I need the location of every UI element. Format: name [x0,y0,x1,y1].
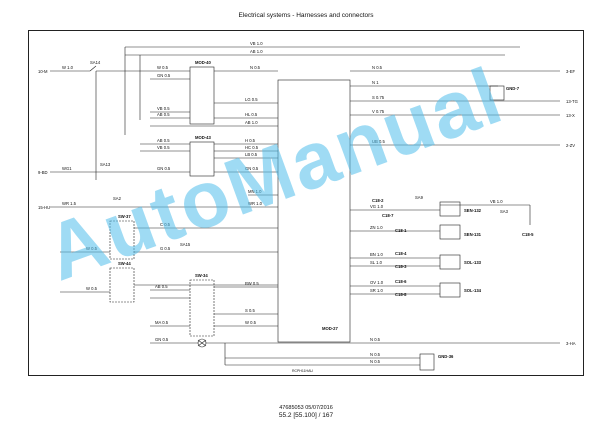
wire-label: W 1.0 [62,65,74,70]
wire-label: AB 0.5 [157,138,170,143]
wire-label: SA15 [180,242,191,247]
wire-label: UB 0.5 [372,139,385,144]
page-number: 55.2 [55.100] / 167 [278,412,334,419]
wire-label: VB 0.5 [157,106,170,111]
connector-c18-7: C18-7 [382,213,394,218]
figure-code: RCPH11HAU [292,369,313,373]
wire-label: HC 0.5 [245,145,259,150]
wire-label: S 0.5 [245,308,255,313]
wire-label: WG1 [62,166,72,171]
port-9-bd: 9-BD [38,170,48,175]
wire-label: N 1 [372,80,379,85]
wire-label: HL 0.5 [245,112,258,117]
wire-label: LG 0.5 [245,97,258,102]
port-3-ef: 3-EF [566,69,576,74]
sen-132-label: SEN-132 [464,208,482,213]
page-footer: 47685053 05/07/2016 55.2 [55.100] / 167 [0,405,612,419]
wire-label: AB 0.5 [157,112,170,117]
wire-label: G 0.5 [160,246,171,251]
wire-label: N 0.5 [370,337,381,342]
mod-43-label: MOD-43 [195,135,211,140]
mod-40-label: MOD-40 [195,60,211,65]
port-2-zv: 2-ZV [566,143,575,148]
wire-label: VG 1.0 [370,204,384,209]
page-title: Electrical systems - Harnesses and conne… [238,12,374,19]
wire-label: MN 1.0 [248,189,262,194]
connector-c18-2: C18-2 [372,198,384,203]
sw-44-label: SW-44 [118,261,131,266]
wire-label: VB 1.0 [490,199,503,204]
wire-label: N 0.5 [370,359,381,364]
wire-label: MA 0.5 [155,320,169,325]
port-15-hu: 15-HU [38,205,50,210]
wire-label: LB 0.5 [245,152,258,157]
doc-number: 47685053 05/07/2016 [279,405,333,411]
sol-133-label: SOL-133 [464,260,482,265]
wire-label: SR 1.0 [370,288,383,293]
wire-label: OV 1.0 [370,280,384,285]
sw-37-label: SW-37 [118,214,131,219]
mod-40-box [189,66,215,125]
sw-34-box [189,279,215,337]
wire-label: N 0.5 [250,65,261,70]
wire-label: W 0.5 [245,320,257,325]
wire-label: AB 1.0 [250,49,263,54]
wire-label: SA2 [113,196,122,201]
wire-label: SL 1.0 [370,260,383,265]
mod-27-label: MOD-27 [322,326,338,331]
sen-131-box [439,224,461,240]
wire-label: W 0.5 [157,65,169,70]
wire-label: GN 0.5 [157,166,171,171]
wire-label: SA13 [100,162,111,167]
mod-43-box [189,141,215,177]
wire-label: WR 1.0 [248,201,263,206]
wire-label: AB 1.0 [245,120,258,125]
wire-label: BN 1.0 [370,252,383,257]
sen-132-box [439,201,461,217]
connector-c18-4: C18-4 [395,251,407,256]
gnd-7-symbol [489,85,505,101]
connector-c18-3: C18-3 [395,264,407,269]
sw-34-label: SW-34 [195,273,208,278]
wire-label: W 0.5 [86,286,98,291]
wire-label: W 0.5 [86,246,98,251]
connector-c18-6: C18-6 [395,279,407,284]
connector-c18-1: C18-1 [395,228,407,233]
wire-label: WR 1.5 [62,201,77,206]
wire-label: VB 0.5 [157,145,170,150]
connector-c18-5: C18-5 [522,232,534,237]
wire-label: N 0.5 [370,352,381,357]
port-10-m: 10-M [38,69,48,74]
wire-label: VB 1.0 [250,41,263,46]
sol-134-box [439,282,461,298]
gnd-36-symbol [419,353,435,371]
port-3-ha: 3-HA [566,341,576,346]
gnd-7-label: GND-7 [506,86,520,91]
connector-c18-8: C18-8 [395,292,407,297]
diagram-frame [28,30,584,376]
wire-label: SA3 [500,209,509,214]
port-13-x: 13-X [566,113,575,118]
wire-label: GN 0.5 [157,73,171,78]
sw-37-box [109,220,135,260]
wire-label: GN 0.5 [245,166,259,171]
wire-label: N 0.5 [372,65,383,70]
wire-label: GN 0.5 [155,337,169,342]
wire-label: SA14 [90,60,101,65]
wire-label: ZN 1.0 [370,225,383,230]
wire-label: V 0.75 [372,109,385,114]
sol-134-label: SOL-134 [464,288,482,293]
gnd-36-label: GND-36 [438,354,454,359]
wire-label: BW 0.5 [245,281,259,286]
mod-27-box [277,79,351,343]
sol-133-box [439,254,461,270]
wire-label: C 0.5 [160,222,171,227]
wire-label: SA9 [415,195,424,200]
sen-131-label: SEN-131 [464,232,482,237]
wire-label: S 0.75 [372,95,385,100]
port-13-tg: 13-TG [566,99,578,104]
wire-label: H 0.5 [245,138,256,143]
wire-label: AB 0.5 [155,284,168,289]
